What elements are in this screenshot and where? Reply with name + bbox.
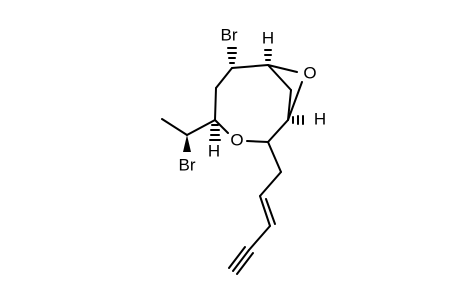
hashed-wedge-h-left: [209, 124, 221, 141]
solid-wedge-br-side: [183, 135, 191, 152]
bond-c2-c3: [267, 64, 292, 91]
atom-label-h-top: H: [262, 28, 274, 47]
bond-c5-chain1: [267, 141, 282, 173]
bond-o-c6: [214, 119, 229, 134]
bond-chain2-chain3-double: [265, 198, 276, 225]
atom-label-h-right: H: [314, 109, 326, 128]
bond-triple-1: [232, 249, 250, 272]
bond-c6-cbr: [186, 119, 216, 136]
bond-c6-c7: [214, 87, 217, 121]
bond-chain3-chain4: [248, 225, 271, 251]
atom-label-o-bridge: O: [303, 63, 316, 82]
hashed-wedge-h-top: [264, 49, 272, 61]
bond-c4-c5: [267, 119, 289, 143]
bond-c2-obridge: [267, 64, 298, 73]
hashed-wedge-h-right: [292, 115, 304, 125]
hashed-wedge-br-top: [227, 47, 237, 64]
atom-label-br-top: Br: [221, 25, 238, 44]
bond-c5-o: [246, 140, 269, 143]
atom-label-o-ring: O: [230, 130, 243, 149]
bond-c3-c4: [287, 89, 292, 121]
atom-label-br-side: Br: [179, 155, 196, 174]
bond-triple-3: [236, 252, 254, 275]
bond-triple-2: [228, 246, 246, 269]
bond-cbr-ch2: [161, 118, 188, 136]
bond-c7-c1: [215, 67, 233, 89]
atom-label-h-left: H: [208, 141, 220, 160]
bond-chain2-chain3: [259, 195, 271, 227]
bond-c1-c2: [231, 64, 269, 69]
bond-chain1-chain2: [259, 171, 282, 197]
bond-obridge-c4: [287, 81, 303, 121]
